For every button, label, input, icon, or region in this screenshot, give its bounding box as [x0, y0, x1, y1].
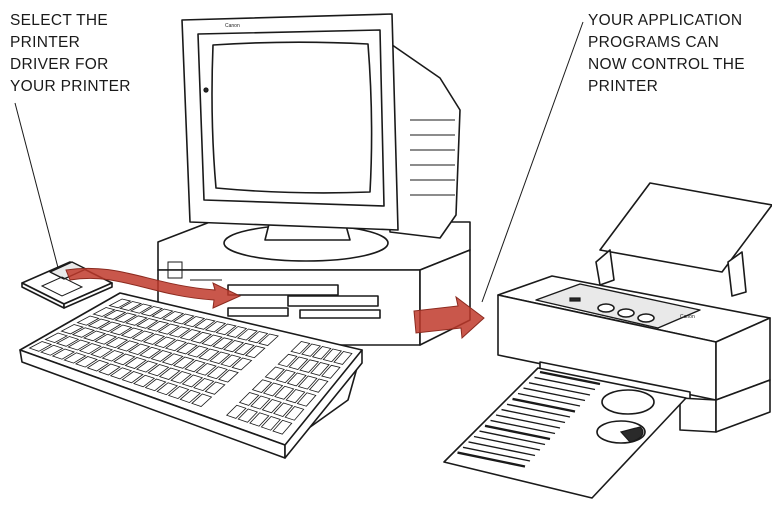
floppy-drive-slot [228, 285, 338, 295]
monitor-brand-label: Canon [225, 23, 240, 29]
printer: Canon [444, 183, 772, 498]
paper-in-tray [600, 183, 772, 272]
printer-brand-label: Canon [680, 314, 695, 320]
monitor: Canon [182, 14, 460, 261]
leader-line-right [482, 22, 583, 302]
leader-line-left [15, 103, 62, 283]
monitor-screen [212, 42, 372, 193]
